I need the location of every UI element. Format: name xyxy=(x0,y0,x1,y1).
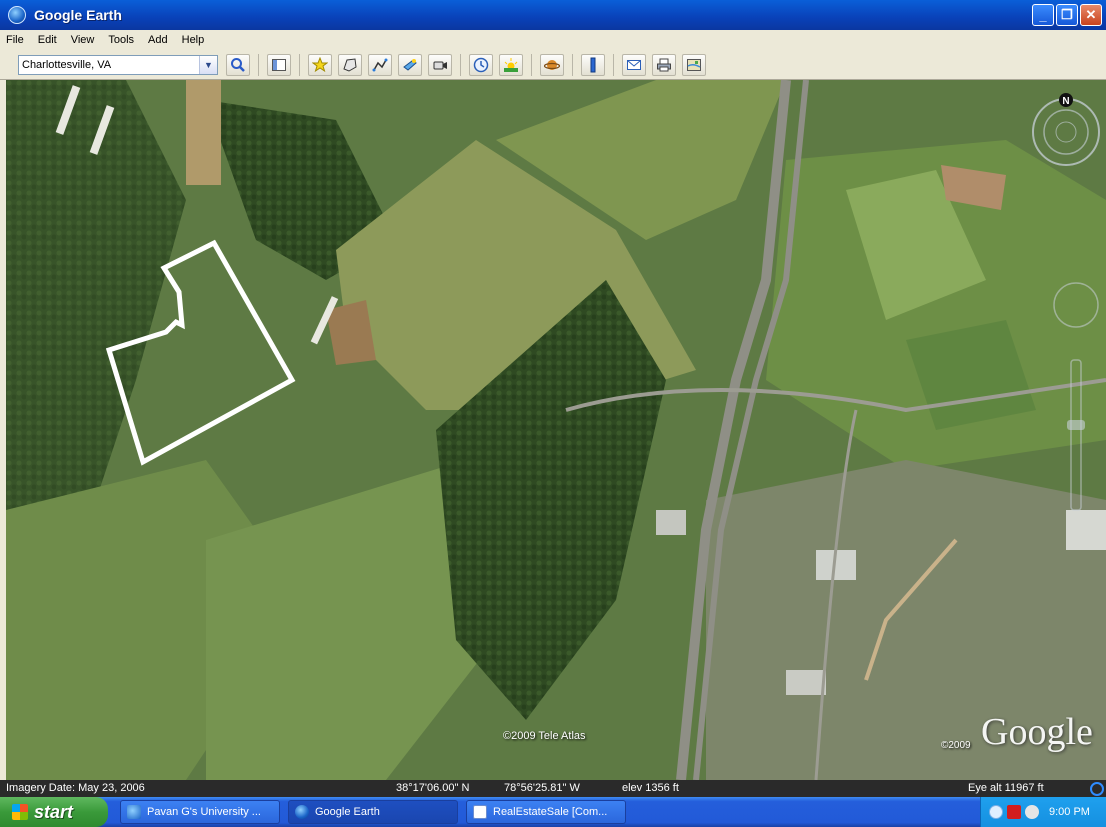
tray-volume-icon[interactable] xyxy=(1025,805,1039,819)
eye-altitude-readout: Eye alt 11967 ft xyxy=(968,782,1044,794)
latitude-readout: 38°17'06.00" N xyxy=(396,782,470,794)
menu-tools[interactable]: Tools xyxy=(108,34,135,46)
ruler-button[interactable] xyxy=(581,53,605,76)
browser-icon xyxy=(127,805,141,819)
minimize-button[interactable]: _ xyxy=(1032,4,1054,26)
longitude-readout: 78°56'25.81" W xyxy=(504,782,580,794)
logo-copyright-year: ©2009 xyxy=(941,740,971,751)
taskbar: start Pavan G's University ... Google Ea… xyxy=(0,797,1106,827)
toolbar: ▼ xyxy=(0,50,1106,80)
clock-icon xyxy=(473,57,489,72)
polygon-icon xyxy=(343,57,357,72)
toolbar-separator xyxy=(460,53,461,76)
path-icon xyxy=(372,58,388,71)
compass-north-label: N xyxy=(1062,96,1069,107)
tray-chevron-icon[interactable] xyxy=(989,805,1003,819)
record-tour-icon xyxy=(433,61,447,69)
print-button[interactable] xyxy=(652,53,676,76)
document-window-icon xyxy=(473,805,487,819)
toolbar-separator xyxy=(531,53,532,76)
windows-flag-icon xyxy=(12,804,28,820)
toggle-sidebar-button[interactable] xyxy=(267,53,291,76)
close-button[interactable]: ✕ xyxy=(1080,4,1102,26)
tray-clock: 9:00 PM xyxy=(1049,806,1090,818)
magnifier-icon xyxy=(231,57,245,72)
streaming-globe-icon xyxy=(1090,782,1104,796)
taskbar-item-label: Google Earth xyxy=(315,806,380,818)
record-tour-button[interactable] xyxy=(428,53,452,76)
menu-help[interactable]: Help xyxy=(181,34,205,46)
taskbar-item-realestatesale[interactable]: RealEstateSale [Com... xyxy=(466,800,626,824)
system-tray: 9:00 PM xyxy=(980,797,1106,827)
add-placemark-button[interactable] xyxy=(308,53,332,76)
menu-add[interactable]: Add xyxy=(148,34,168,46)
elevation-readout: elev 1356 ft xyxy=(622,782,679,794)
taskbar-item-google-earth[interactable]: Google Earth xyxy=(288,800,458,824)
ruler-icon xyxy=(590,57,596,72)
toolbar-separator xyxy=(572,53,573,76)
google-earth-app-icon[interactable] xyxy=(8,6,26,24)
search-input[interactable] xyxy=(19,58,199,71)
email-button[interactable] xyxy=(622,53,646,76)
zoom-slider[interactable] xyxy=(1051,280,1101,540)
status-bar: Imagery Date: May 23, 2006 38°17'06.00" … xyxy=(0,780,1106,797)
chevron-down-icon: ▼ xyxy=(204,59,213,70)
add-path-button[interactable] xyxy=(368,53,392,76)
zoom-slider-thumb xyxy=(1067,420,1085,430)
google-earth-icon xyxy=(295,805,309,819)
google-logo: Google xyxy=(981,711,1093,753)
sidebar-icon xyxy=(272,58,286,71)
property-boundary xyxy=(105,239,296,466)
add-polygon-button[interactable] xyxy=(338,53,362,76)
email-icon xyxy=(627,59,641,70)
map-viewport[interactable]: N ©2009 Tele Atlas ©2009 Google xyxy=(6,80,1106,780)
placemark-icon xyxy=(312,56,328,72)
toolbar-separator xyxy=(613,53,614,76)
taskbar-item-label: Pavan G's University ... xyxy=(147,806,261,818)
image-overlay-icon xyxy=(403,58,417,71)
print-icon xyxy=(657,58,671,71)
sunlight-button[interactable] xyxy=(499,53,523,76)
maximize-button[interactable]: ❐ xyxy=(1056,4,1078,26)
planets-icon xyxy=(544,59,560,70)
toolbar-separator xyxy=(299,53,300,76)
start-button[interactable]: start xyxy=(0,797,108,827)
search-button[interactable] xyxy=(226,53,250,76)
start-label: start xyxy=(34,801,74,822)
taskbar-item-browser[interactable]: Pavan G's University ... xyxy=(120,800,280,824)
search-box: ▼ xyxy=(18,54,218,75)
imagery-date: Imagery Date: May 23, 2006 xyxy=(6,782,145,794)
menu-file[interactable]: File xyxy=(6,34,24,46)
tray-antivirus-icon[interactable] xyxy=(1007,805,1021,819)
menu-bar: File Edit View Tools Add Help xyxy=(0,30,1106,50)
historical-imagery-button[interactable] xyxy=(469,53,493,76)
switch-planets-button[interactable] xyxy=(540,53,564,76)
search-history-dropdown[interactable]: ▼ xyxy=(199,55,217,74)
sunlight-icon xyxy=(504,57,518,72)
compass-ring[interactable]: N xyxy=(1028,90,1104,170)
imagery-attribution: ©2009 Tele Atlas xyxy=(503,730,586,742)
maps-icon xyxy=(687,58,701,71)
add-image-overlay-button[interactable] xyxy=(398,53,422,76)
toolbar-separator xyxy=(258,53,259,76)
view-in-maps-button[interactable] xyxy=(682,53,706,76)
menu-edit[interactable]: Edit xyxy=(37,34,57,46)
window-controls: _ ❐ ✕ xyxy=(1032,4,1102,26)
menu-view[interactable]: View xyxy=(70,34,95,46)
taskbar-item-label: RealEstateSale [Com... xyxy=(493,806,608,818)
title-bar: Google Earth _ ❐ ✕ xyxy=(0,0,1106,30)
satellite-imagery xyxy=(6,80,1106,780)
window-title: Google Earth xyxy=(34,7,122,23)
